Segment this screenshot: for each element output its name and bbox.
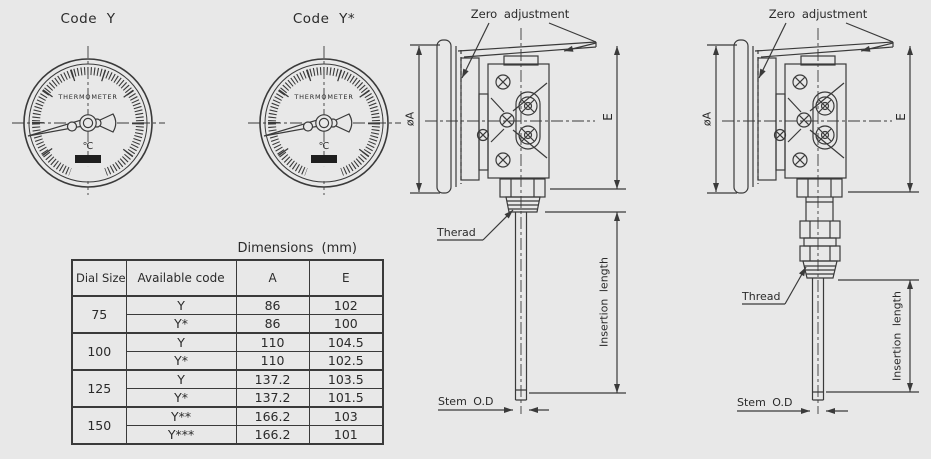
code-cell: Y <box>125 332 237 352</box>
dial-size-cell: 75 <box>71 295 127 334</box>
brand-plate <box>311 155 337 163</box>
stem-od-label: Stem O.D <box>737 396 793 409</box>
code-cell: Y** <box>125 406 237 426</box>
a-cell: 110 <box>235 351 310 371</box>
thread-label: Therad <box>437 226 476 239</box>
code-cell: Y <box>125 369 237 389</box>
dial-size-cell: 125 <box>71 369 127 408</box>
e-dimension-label: E <box>894 113 908 121</box>
code-cell: Y*** <box>125 425 237 445</box>
table-row: Y*** 166.2 101 <box>72 425 384 445</box>
a-cell: 137.2 <box>235 388 310 408</box>
a-cell: 110 <box>235 332 310 352</box>
a-cell: 137.2 <box>235 369 310 389</box>
table-row: Y* 110 102.5 <box>72 351 384 371</box>
e-cell: 102 <box>308 295 384 315</box>
col-header-e: E <box>308 259 384 297</box>
e-cell: 103.5 <box>308 369 384 389</box>
code-cell: Y* <box>125 388 237 408</box>
dial-size-cell: 100 <box>71 332 127 371</box>
brand-plate <box>75 155 101 163</box>
code-cell: Y <box>125 295 237 315</box>
dial-face-y <box>12 46 165 195</box>
side-view-left-drawing <box>410 22 626 414</box>
zero-adjustment-label: Zero adjustment <box>768 7 868 21</box>
table-row: 150 Y** 166.2 103 <box>71 406 384 445</box>
a-cell: 86 <box>235 314 310 334</box>
col-header-dial-size: Dial Size <box>71 259 127 297</box>
e-cell: 101 <box>308 425 384 445</box>
insertion-length-label: Insertion length <box>597 257 611 347</box>
thermometer-text: THERMOMETER <box>294 93 354 101</box>
dimensions-table: Dial Size Available code A E 75 Y 86 102… <box>71 259 385 445</box>
e-cell: 102.5 <box>308 351 384 371</box>
code-cell: Y* <box>125 351 237 371</box>
table-row: 100 Y 110 104.5 <box>71 332 384 371</box>
a-cell: 166.2 <box>235 425 310 445</box>
dial-size-cell: 150 <box>71 406 127 445</box>
side-view-right-drawing <box>707 22 919 414</box>
e-dimension-label: E <box>601 113 615 121</box>
insertion-length-label: Insertion length <box>890 291 904 381</box>
code-y-star-label: Code Y* <box>292 11 356 27</box>
dial-face-y-star <box>248 46 401 195</box>
col-header-available-code: Available code <box>125 259 237 297</box>
stem-od-label: Stem O.D <box>438 395 494 408</box>
table-row: 125 Y 137.2 103.5 <box>71 369 384 408</box>
dial-diameter-label: øA <box>700 111 714 127</box>
thread-label: Thread <box>742 290 781 303</box>
table-row: Y* 86 100 <box>72 314 384 334</box>
dial-diameter-label: øA <box>403 111 417 127</box>
zero-adjustment-label: Zero adjustment <box>470 7 570 21</box>
e-cell: 104.5 <box>308 332 384 352</box>
a-cell: 166.2 <box>235 406 310 426</box>
e-cell: 100 <box>308 314 384 334</box>
celsius-unit: ℃ <box>82 141 94 152</box>
e-cell: 101.5 <box>308 388 384 408</box>
table-row: 75 Y 86 102 <box>71 295 384 334</box>
code-y-label: Code Y <box>60 11 116 27</box>
e-cell: 103 <box>308 406 384 426</box>
code-cell: Y* <box>125 314 237 334</box>
col-header-a: A <box>235 259 310 297</box>
a-cell: 86 <box>235 295 310 315</box>
table-title: Dimensions (mm) <box>237 241 357 256</box>
celsius-unit: ℃ <box>318 141 330 152</box>
thermometer-text: THERMOMETER <box>58 93 118 101</box>
